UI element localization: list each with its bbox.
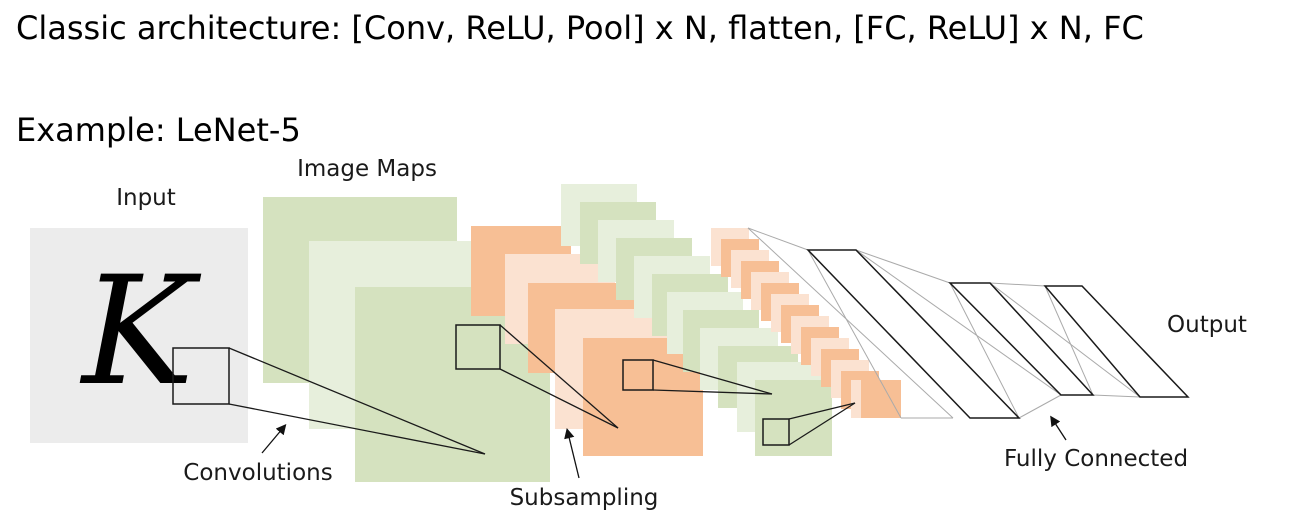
subsampling-label: Subsampling <box>510 485 659 511</box>
fully-connected-label: Fully Connected <box>1004 446 1188 472</box>
image-maps-label: Image Maps <box>297 156 437 182</box>
feature-map <box>861 380 901 418</box>
example-title: Example: LeNet-5 <box>16 111 301 149</box>
convolutions-arrow <box>261 424 287 454</box>
s4-feature-maps <box>711 228 901 418</box>
fully-connected-arrow <box>1050 415 1067 441</box>
c3-feature-maps <box>561 184 832 456</box>
fc-layer-1 <box>806 249 1021 419</box>
convolutions-label: Convolutions <box>183 460 332 486</box>
subsampling-arrow <box>564 427 580 479</box>
conv-receptive-field-c3 <box>762 418 790 446</box>
fc-connections <box>747 227 1189 419</box>
input-image <box>30 228 248 443</box>
c1-feature-maps <box>263 197 550 482</box>
conv-receptive-field-input <box>172 347 230 405</box>
conv-receptive-field-s2 <box>622 359 654 391</box>
page-title: Classic architecture: [Conv, ReLU, Pool]… <box>16 9 1144 47</box>
output-label: Output <box>1167 312 1247 338</box>
projection-lines <box>228 324 856 455</box>
conv-receptive-field-c1 <box>455 324 501 370</box>
input-glyph: K <box>79 245 202 419</box>
fc-layer-2 <box>948 282 1095 396</box>
input-label: Input <box>116 185 176 211</box>
fc-layers <box>806 249 1190 419</box>
output-layer <box>1043 285 1190 398</box>
